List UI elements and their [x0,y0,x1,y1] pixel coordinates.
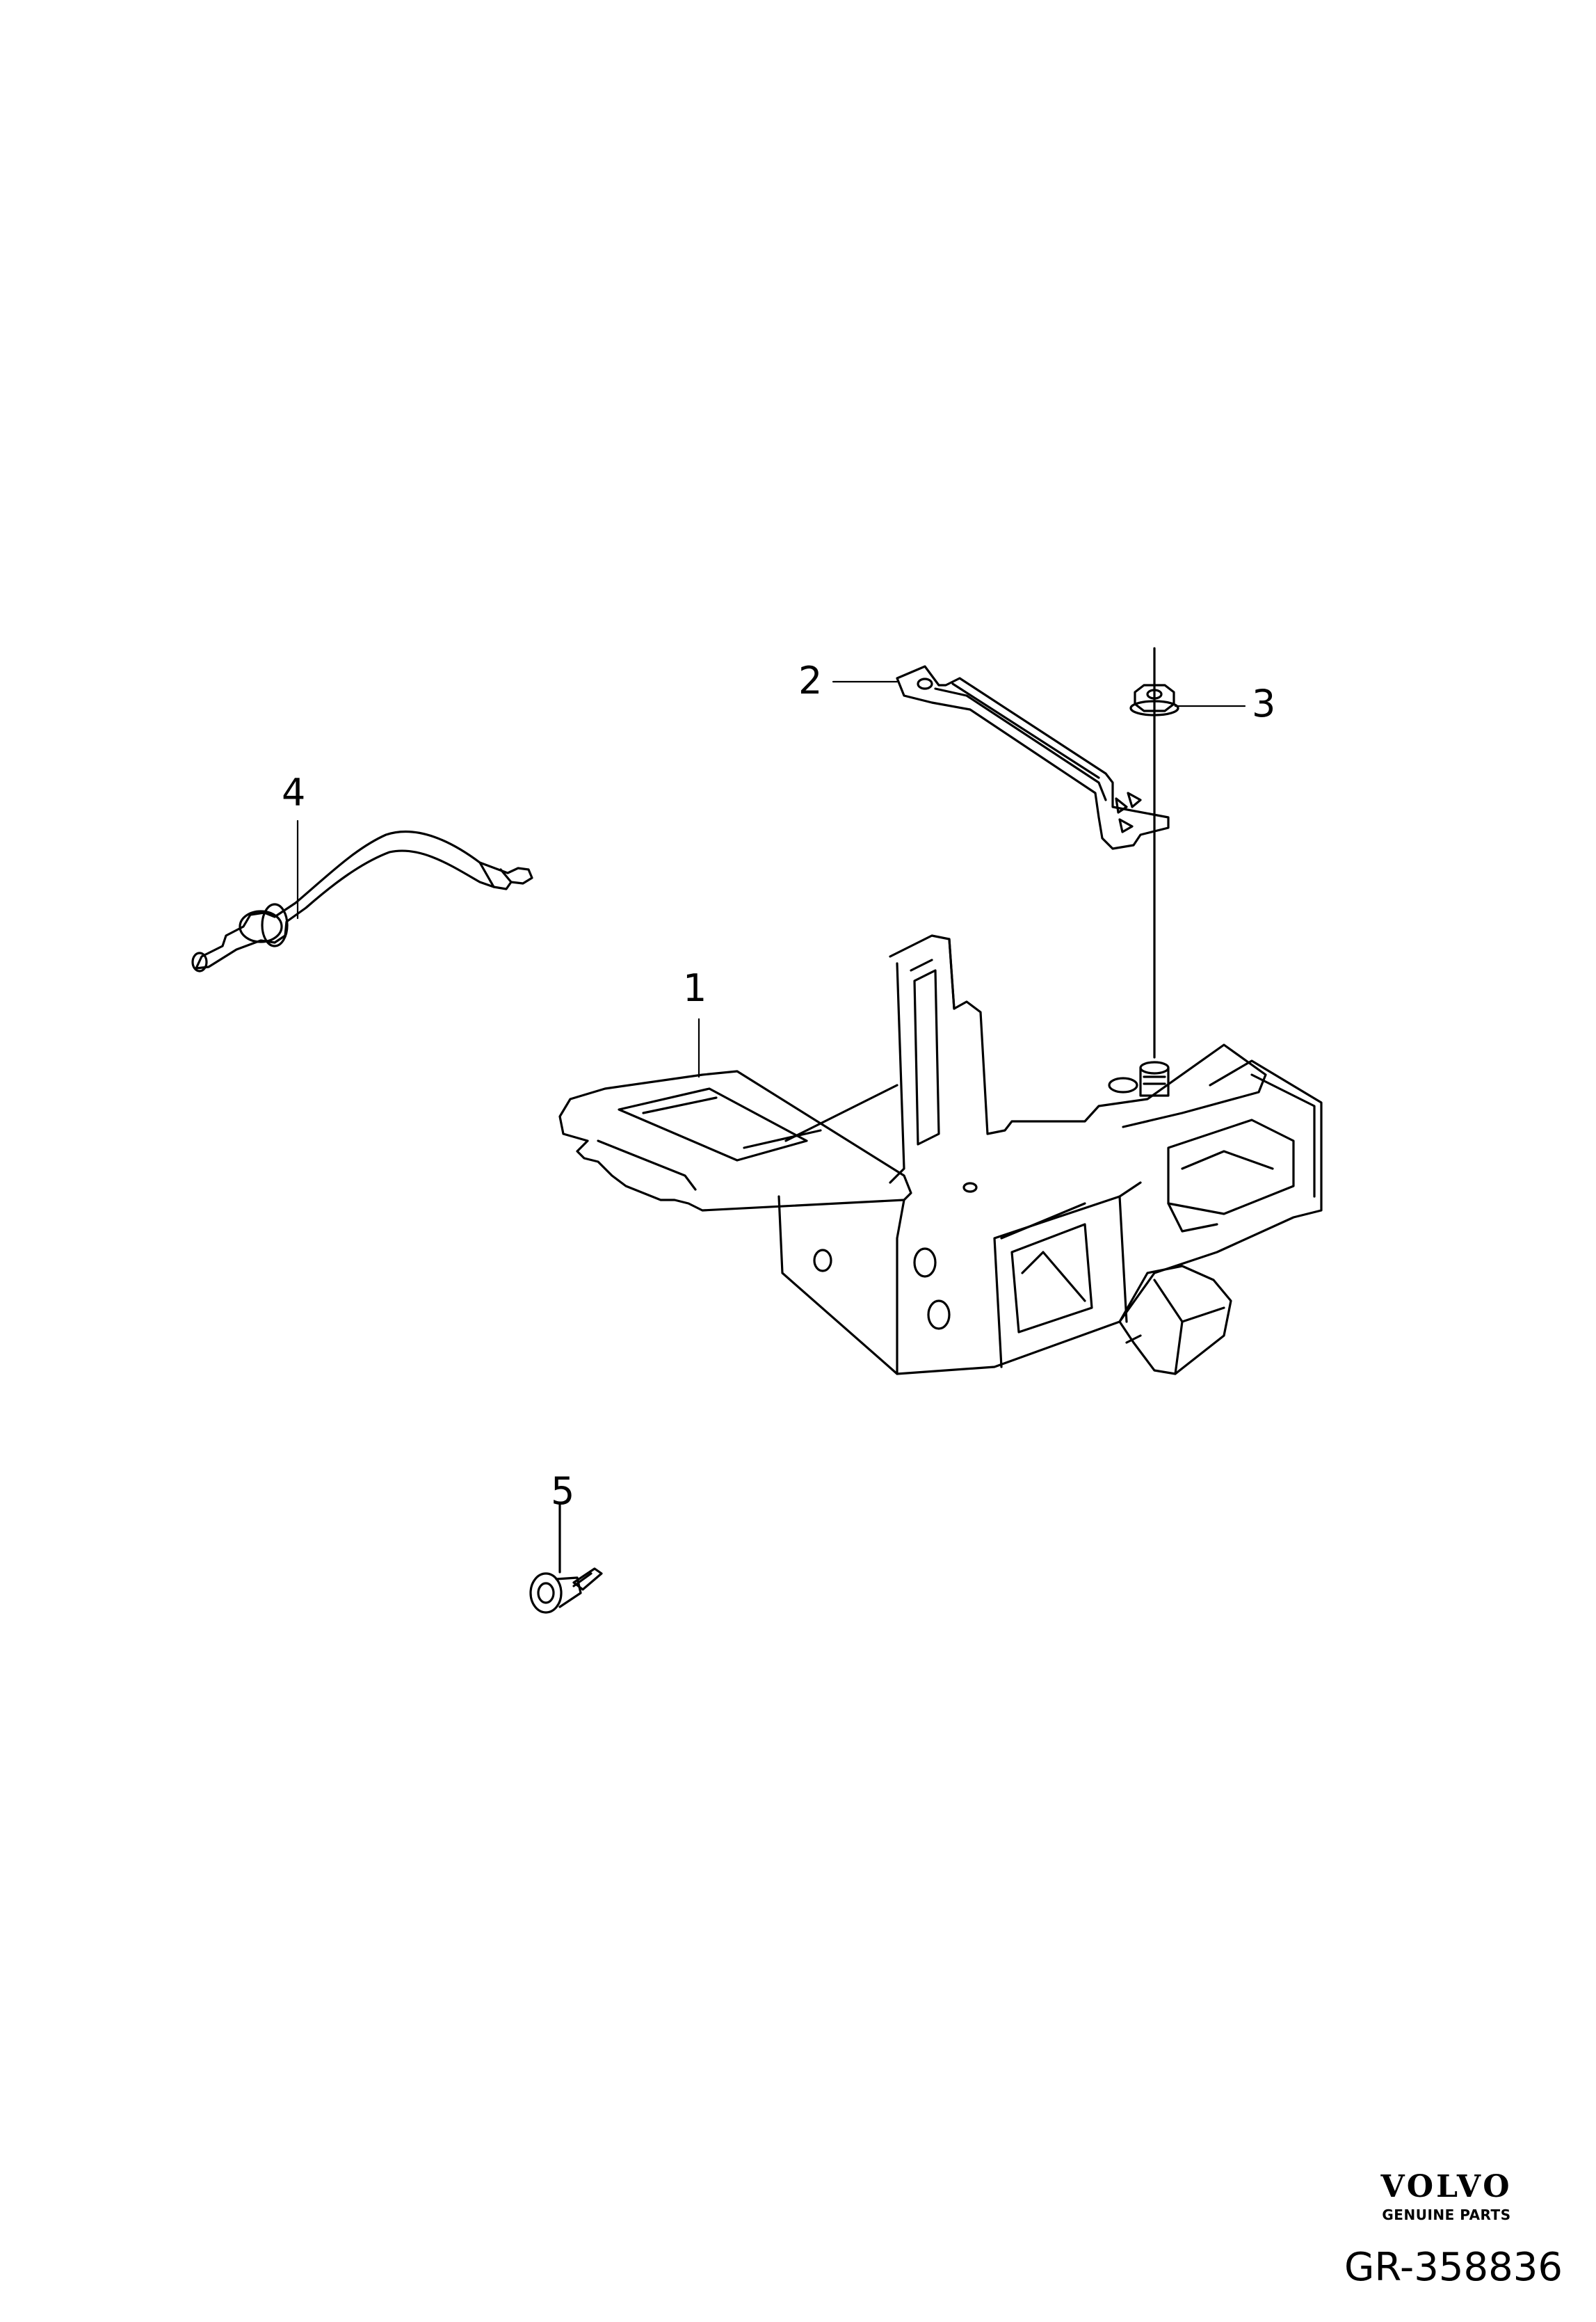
part-3-nut [1129,647,1179,1059]
part-1-carrier [558,934,1323,1375]
callout-label-4: 4 [282,771,306,815]
brand-name: VOLVO [1380,2169,1513,2204]
callout-label-5: 5 [551,1469,575,1513]
callout-label-1: 1 [683,966,707,1010]
callout-label-3: 3 [1252,682,1276,726]
brand-tagline: GENUINE PARTS [1382,2207,1511,2223]
part-5-screw [529,1503,603,1614]
part-2-bracket [896,665,1170,850]
reference-code: GR-358836 [1344,2245,1563,2290]
leader-lines [296,680,1246,1078]
part-4-hose [191,830,533,972]
brand-logo: VOLVO GENUINE PARTS [1342,2169,1551,2223]
callout-label-2: 2 [798,659,823,703]
